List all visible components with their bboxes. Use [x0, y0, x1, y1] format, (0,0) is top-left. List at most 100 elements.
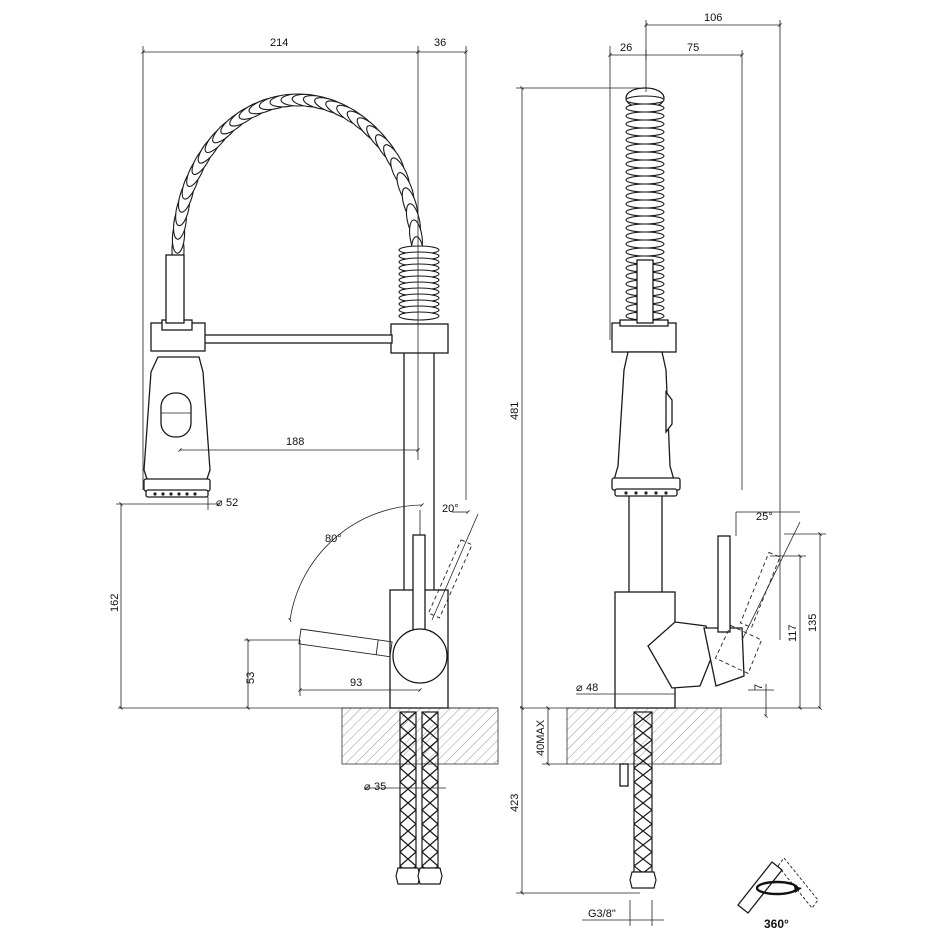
side-spray-base	[611, 477, 681, 491]
braid-segment	[633, 711, 653, 727]
braid-segment	[633, 725, 653, 741]
side-deck	[566, 707, 722, 765]
dim-side-total-height: 481	[509, 402, 521, 420]
spring-coil	[625, 175, 665, 185]
dim-side-thread: G3/8"	[588, 908, 616, 920]
braid-segment	[399, 809, 417, 825]
dim-front-height-handle: 53	[245, 672, 257, 684]
braid-segment	[399, 739, 417, 755]
front-handle-open	[298, 628, 393, 658]
spring-coil	[625, 111, 665, 121]
spring-coil	[625, 231, 665, 241]
spring-coil	[625, 223, 665, 233]
dim-front-handle-reach: 93	[350, 677, 362, 689]
front-braided-hoses	[395, 711, 443, 885]
front-guide-tube	[165, 254, 185, 324]
front-view: 214 36 188 ⌀ 52 162 53 93 80° 20° ⌀	[109, 37, 499, 885]
dim-side-deck-thickness: 40MAX	[535, 719, 547, 756]
dim-front-reach: 188	[286, 436, 304, 448]
braid-segment	[633, 795, 653, 811]
braid-segment	[399, 753, 417, 769]
spring-coil	[625, 135, 665, 145]
braid-segment	[421, 781, 439, 797]
dim-side-total-depth: 106	[704, 12, 722, 24]
dim-hose-diameter: 35	[374, 781, 386, 793]
front-nozzle-dots	[153, 492, 197, 496]
spring-coil	[398, 311, 440, 321]
dim-side-reach: 75	[687, 42, 699, 54]
side-supply-stub	[619, 763, 629, 787]
braid-segment	[633, 809, 653, 825]
spring-coil	[625, 119, 665, 129]
spring-coil	[625, 191, 665, 201]
side-guide-tube	[636, 259, 654, 324]
braid-segment	[633, 781, 653, 797]
braid-segment	[399, 795, 417, 811]
spring-coil	[625, 167, 665, 177]
rotation-label: 360°	[764, 917, 789, 931]
front-collar	[390, 323, 449, 354]
braid-segment	[421, 739, 439, 755]
braid-segment	[421, 725, 439, 741]
spring-coil	[625, 127, 665, 137]
dim-side-hose-length: 423	[509, 794, 521, 812]
dim-side-body-diameter: 48	[586, 682, 598, 694]
braid-segment	[421, 767, 439, 783]
braid-segment	[399, 823, 417, 839]
braid-segment	[421, 823, 439, 839]
side-nozzle-dots	[624, 491, 668, 495]
spring-coil	[625, 143, 665, 153]
braid-segment	[421, 809, 439, 825]
dim-front-handle-arc: 80°	[325, 533, 342, 545]
spring-coil	[625, 95, 665, 105]
spring-coil	[625, 159, 665, 169]
side-lever-cap	[703, 627, 745, 687]
braid-segment	[421, 851, 439, 867]
front-spray-face	[145, 489, 209, 498]
dim-spray-diameter: 52	[226, 497, 238, 509]
front-spring	[171, 93, 440, 321]
spring-coil	[625, 199, 665, 209]
braid-segment	[633, 753, 653, 769]
dim-side-offset-7: 7	[753, 684, 765, 690]
braid-segment	[421, 837, 439, 853]
braid-segment	[399, 711, 417, 727]
braid-segment	[633, 837, 653, 853]
dim-hose-diameter-symbol: ⌀	[364, 781, 371, 793]
spring-coil	[625, 247, 665, 257]
front-spray-base	[143, 478, 211, 492]
dim-spray-diameter-symbol: ⌀	[216, 497, 223, 509]
dim-front-height-spray: 162	[109, 594, 121, 612]
front-handle-rest	[412, 534, 426, 636]
braid-segment	[421, 753, 439, 769]
braid-segment	[633, 851, 653, 867]
side-spray-button	[665, 390, 673, 434]
side-collar	[611, 322, 677, 353]
front-cartridge	[392, 628, 448, 684]
spring-coil	[625, 239, 665, 249]
dim-side-height-135: 135	[807, 614, 819, 632]
spring-coil	[625, 207, 665, 217]
side-spray-head	[613, 351, 675, 481]
braid-segment	[421, 711, 439, 727]
front-deck	[341, 707, 499, 765]
hose-nut	[629, 871, 657, 889]
dim-front-width-offset: 36	[434, 37, 446, 49]
dim-side-height-117: 117	[787, 624, 799, 642]
dim-side-handle-tilt: 25°	[756, 511, 773, 523]
side-view: 106 26 75 481 25° 117 135 7 ⌀ 48	[509, 12, 826, 926]
dim-front-width-spout: 214	[270, 37, 288, 49]
front-spray-button	[160, 392, 192, 438]
hose-nut	[417, 867, 443, 885]
spring-coil	[625, 103, 665, 113]
side-handle-rest	[717, 535, 731, 633]
spring-coil	[625, 151, 665, 161]
side-column	[628, 493, 663, 595]
hose-nut	[395, 867, 421, 885]
braid-segment	[399, 851, 417, 867]
front-arm	[184, 334, 393, 344]
braid-segment	[399, 767, 417, 783]
braid-segment	[399, 837, 417, 853]
side-braided-hose	[629, 711, 657, 889]
